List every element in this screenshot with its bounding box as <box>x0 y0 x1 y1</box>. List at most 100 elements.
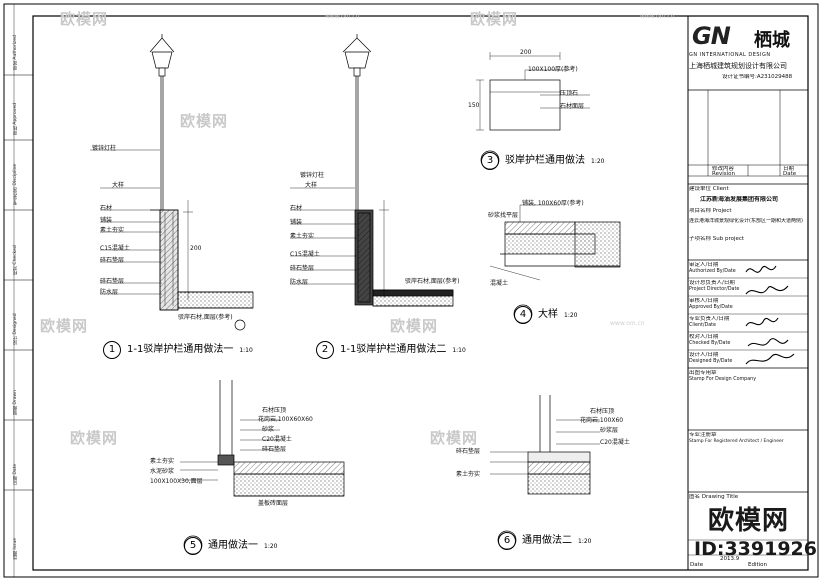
annotation: 混凝土 <box>490 280 509 287</box>
annotation: 石材 <box>100 205 113 212</box>
annotation: 大样 <box>305 182 318 189</box>
side-strip-item: 校对 Checked <box>13 245 18 275</box>
watermark-brand: 欧模网 <box>430 429 479 447</box>
logo-english: GN INTERNATIONAL DESIGN <box>689 52 771 58</box>
date-header: 日期 <box>783 166 795 172</box>
caption-scale: 1:20 <box>564 312 578 319</box>
detail-number: 2 <box>316 341 334 359</box>
annotation: 石材压顶 <box>262 407 287 414</box>
detail-6-section <box>490 395 600 550</box>
approved-label-en: Approved By/Date <box>689 305 733 310</box>
detail-1-section <box>90 34 254 331</box>
watermark-brand-large: 欧模网 <box>708 506 790 536</box>
annotation: 素土夯实 <box>290 233 315 240</box>
watermark-url: www.om.cn <box>325 13 360 20</box>
side-strip-item: 审定 Authorized <box>13 35 18 70</box>
annotation: C15混凝土 <box>290 251 320 258</box>
annotation: 铺装, 100X60厚(参考) <box>522 200 584 207</box>
logo-chinese: 栖城 <box>754 30 790 51</box>
caption-text: 大样 <box>538 309 558 320</box>
watermark-brand: 欧模网 <box>40 317 89 335</box>
side-strip-item: 审核 Approved <box>13 102 18 135</box>
caption-scale: 1:20 <box>578 538 592 545</box>
annotation: 素土夯实 <box>100 227 125 234</box>
logo-letters: GN <box>692 22 731 50</box>
date-label: Date <box>690 562 704 568</box>
edition-label: Edition <box>748 562 768 568</box>
annotation: 压顶石 <box>560 90 579 97</box>
watermark-url: www.om.cn <box>610 320 645 327</box>
annotation: C20混凝土 <box>262 436 292 443</box>
annotation: 石材面层 <box>560 103 585 110</box>
side-strip-item: 制图 Drawn <box>13 389 18 415</box>
caption-scale: 1:20 <box>264 543 278 550</box>
annotation: 防水层 <box>100 289 119 296</box>
revision-header: 修改内容 <box>712 166 735 172</box>
annotation: 砂浆层 <box>600 427 619 434</box>
annotation: 100X100厚(参考) <box>528 66 578 73</box>
annotation: 防水层 <box>290 279 309 286</box>
detail-4-section <box>489 204 621 324</box>
caption-scale: 1:10 <box>452 347 466 354</box>
detail-number: 3 <box>481 152 499 170</box>
detail-number: 6 <box>498 532 516 550</box>
caption-detail-3: 3 驳岸护栏通用做法 1:20 <box>481 151 604 170</box>
detail-number: 4 <box>514 306 532 324</box>
revision-header-en: Revision <box>712 171 735 177</box>
approved-label: 审核人/日期 <box>689 298 719 304</box>
annotation: 水泥砂浆 <box>150 468 175 475</box>
annotation: 200 <box>520 49 532 56</box>
side-strip-item: 日期 Date <box>13 463 18 485</box>
checked-label-en: Checked By/Date <box>689 341 731 346</box>
project-label: 项目名称 Project <box>689 208 732 214</box>
caption-text: 通用做法一 <box>208 540 258 551</box>
caption-detail-4: 4 大样 1:20 <box>514 305 577 324</box>
annotation: 石材 <box>290 205 303 212</box>
annotation: 碎石垫层 <box>456 448 481 455</box>
caption-scale: 1:10 <box>239 347 253 354</box>
discipline-label: 专业负责人/日期 <box>689 316 730 322</box>
project-name: 连云港海洋城景观绿化设计(东部区一期和大道两侧) <box>689 218 803 224</box>
annotation: 砂浆找平层 <box>488 212 519 219</box>
authorized-label: 审定人/日期 <box>689 262 719 268</box>
annotation: 驳岸石材,面层(参考) <box>178 314 233 321</box>
annotation: 石材压顶 <box>590 408 615 415</box>
subproject-label: 子项名称 Sub project <box>689 236 745 242</box>
detail-number: 1 <box>103 341 121 359</box>
designed-label-en: Designed By/Date <box>689 359 733 364</box>
detail-2-section <box>290 34 454 307</box>
annotation: 素土夯实 <box>456 471 481 478</box>
license-number: 设计证书编号:A231029488 <box>722 74 793 80</box>
detail-5-section <box>180 380 345 555</box>
caption-text: 1-1驳岸护栏通用做法一 <box>127 344 234 355</box>
annotation: 铺装 <box>100 217 113 224</box>
stamp-engineer-label-en: Stamp For Registered Architect / Enginee… <box>689 439 784 444</box>
stamp-engineer-label: 专业注册章 <box>689 432 717 438</box>
annotation: 铺装 <box>290 219 303 226</box>
annotation: C20混凝土 <box>600 439 630 446</box>
annotation: C15混凝土 <box>100 245 130 252</box>
annotation: 碎石垫层 <box>290 265 315 272</box>
watermark-brand: 欧模网 <box>70 429 119 447</box>
director-label: 设计总负责人/日期 <box>689 280 735 286</box>
watermark-url: www.om.cn <box>640 13 675 20</box>
client-label: 建设单位 Client <box>689 186 729 192</box>
watermark-brand: 欧模网 <box>390 317 439 335</box>
caption-text: 驳岸护栏通用做法 <box>505 155 585 166</box>
caption-detail-1: 1 1-1驳岸护栏通用做法一 1:10 <box>103 340 253 359</box>
annotation: 200 <box>190 245 202 252</box>
annotation: 花岗岩,100X60X60 <box>258 416 313 423</box>
annotation: 素土夯实 <box>150 458 175 465</box>
caption-scale: 1:20 <box>591 158 605 165</box>
company-logo: GN 栖城 <box>692 22 804 52</box>
annotation: 大样 <box>112 182 125 189</box>
annotation: 碎石垫层 <box>100 278 125 285</box>
annotation: 100X100X30,面层 <box>150 478 203 485</box>
side-strip-item: 专业负责 Discipline <box>13 163 18 205</box>
annotation: 驳岸石材,面层(参考) <box>405 278 460 285</box>
stamp-company-label: 出图专用章 <box>689 370 717 376</box>
side-strip-item: 出图 Issue <box>13 537 18 560</box>
